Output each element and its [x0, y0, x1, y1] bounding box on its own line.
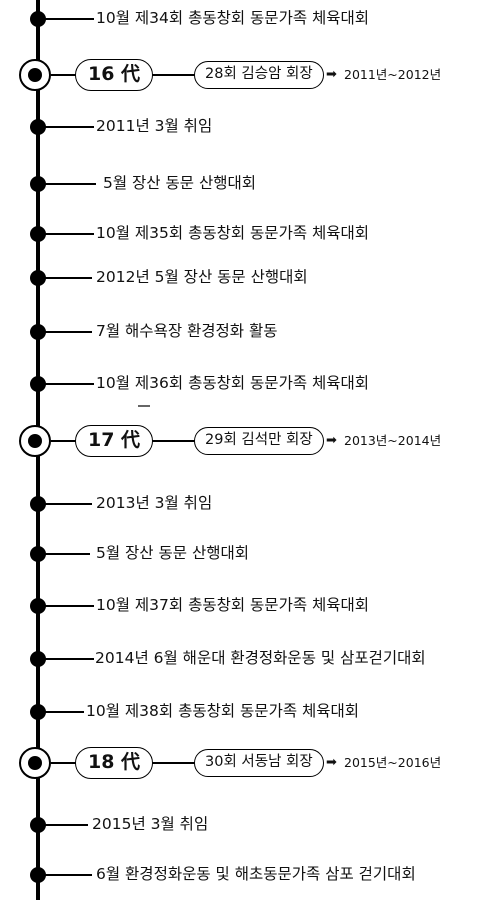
event-dot	[30, 598, 46, 614]
event-text: 7월 해수욕장 환경정화 활동	[96, 322, 278, 340]
event-dot	[30, 226, 46, 242]
president-label: 29회 김석만 회장	[194, 427, 324, 455]
event-connector	[44, 553, 90, 555]
event-connector	[44, 605, 94, 607]
event-connector	[44, 18, 94, 20]
event-text: 2011년 3월 취임	[96, 117, 213, 135]
president-label: 28회 김승암 회장	[194, 61, 324, 89]
event-dot	[30, 119, 46, 135]
event-text: 6월 환경정화운동 및 해초동문가족 삼포 걷기대회	[96, 865, 416, 883]
event-text: 10월 제38회 총동창회 동문가족 체육대회	[86, 702, 360, 720]
president-label: 30회 서동남 회장	[194, 749, 324, 777]
generation-label: 18 代	[75, 747, 153, 779]
event-dot	[30, 496, 46, 512]
timeline-event: 2014년 6월 해운대 환경정화운동 및 삼포걷기대회	[0, 643, 500, 673]
timeline-event: 10월 제38회 총동창회 동문가족 체육대회	[0, 696, 500, 726]
timeline-event: 5월 장산 동문 산행대회	[0, 168, 500, 198]
event-connector	[44, 331, 92, 333]
generation-node	[19, 747, 51, 779]
event-connector	[44, 658, 94, 660]
timeline-event: 2011년 3월 취임	[0, 111, 500, 141]
generation-connector	[152, 74, 196, 76]
event-dot	[30, 817, 46, 833]
generation-connector	[152, 440, 196, 442]
event-connector	[44, 233, 94, 235]
event-connector	[44, 183, 96, 185]
event-connector	[44, 711, 84, 713]
event-dot	[30, 376, 46, 392]
event-dot	[30, 176, 46, 192]
event-dot	[30, 651, 46, 667]
event-dot	[30, 324, 46, 340]
event-text: 5월 장산 동문 산행대회	[96, 544, 249, 562]
timeline-event: 10월 제35회 총동창회 동문가족 체육대회	[0, 218, 500, 248]
generation-connector	[51, 74, 77, 76]
term-years: 2013년~2014년	[344, 433, 442, 448]
arrow-right-icon: ➡	[326, 67, 337, 82]
event-text: 10월 제34회 총동창회 동문가족 체육대회	[96, 9, 370, 27]
event-text: 10월 제37회 총동창회 동문가족 체육대회	[96, 596, 370, 614]
event-connector	[44, 874, 92, 876]
generation-16-row: 16 代 28회 김승암 회장 ➡ 2011년~2012년	[0, 57, 500, 97]
timeline-event: 10월 제37회 총동창회 동문가족 체육대회	[0, 590, 500, 620]
timeline-event: 2015년 3월 취임	[0, 809, 500, 839]
event-dot	[30, 11, 46, 27]
timeline-event: 10월 제36회 총동창회 동문가족 체육대회	[0, 368, 500, 398]
event-dot	[30, 704, 46, 720]
event-text: 10월 제35회 총동창회 동문가족 체육대회	[96, 224, 370, 242]
event-dot	[30, 867, 46, 883]
event-connector	[44, 383, 94, 385]
generation-connector	[51, 440, 77, 442]
timeline-event: 2012년 5월 장산 동문 산행대회	[0, 262, 500, 292]
event-connector	[44, 503, 92, 505]
timeline-event: 2013년 3월 취임	[0, 488, 500, 518]
event-text: 10월 제36회 총동창회 동문가족 체육대회	[96, 374, 370, 392]
generation-18-row: 18 代 30회 서동남 회장 ➡ 2015년~2016년	[0, 745, 500, 785]
event-connector	[44, 126, 94, 128]
arrow-right-icon: ➡	[326, 755, 337, 770]
generation-label: 16 代	[75, 59, 153, 91]
term-years: 2015년~2016년	[344, 755, 442, 770]
generation-node	[19, 425, 51, 457]
event-text: 2013년 3월 취임	[96, 494, 213, 512]
generation-node	[19, 59, 51, 91]
event-text: 2015년 3월 취임	[92, 815, 209, 833]
event-dot	[30, 270, 46, 286]
timeline-event: 6월 환경정화운동 및 해초동문가족 삼포 걷기대회	[0, 859, 500, 889]
timeline-event: 5월 장산 동문 산행대회	[0, 538, 500, 568]
divider-mark	[138, 405, 150, 407]
event-text: 5월 장산 동문 산행대회	[103, 174, 256, 192]
event-text: 2014년 6월 해운대 환경정화운동 및 삼포걷기대회	[95, 649, 426, 667]
timeline-event: 7월 해수욕장 환경정화 활동	[0, 316, 500, 346]
event-connector	[44, 277, 92, 279]
generation-connector	[152, 762, 196, 764]
event-text: 2012년 5월 장산 동문 산행대회	[96, 268, 308, 286]
event-dot	[30, 546, 46, 562]
generation-connector	[51, 762, 77, 764]
event-connector	[44, 824, 88, 826]
timeline-event: 10월 제34회 총동창회 동문가족 체육대회	[0, 3, 500, 33]
arrow-right-icon: ➡	[326, 433, 337, 448]
generation-17-row: 17 代 29회 김석만 회장 ➡ 2013년~2014년	[0, 423, 500, 463]
generation-label: 17 代	[75, 425, 153, 457]
term-years: 2011년~2012년	[344, 67, 442, 82]
